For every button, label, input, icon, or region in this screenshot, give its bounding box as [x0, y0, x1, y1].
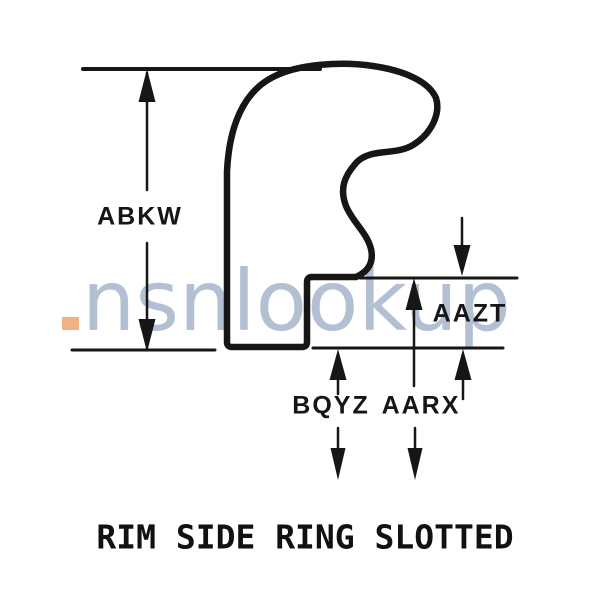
dimension-label-aazt: AAZT — [432, 299, 508, 328]
figure-caption: RIM SIDE RING SLOTTED — [96, 517, 514, 557]
dimension-label-bqyz: BQYZ — [292, 391, 370, 420]
abkw-down-arrowhead-icon — [138, 319, 156, 352]
ring-cross-section-outline — [223, 60, 441, 351]
watermark-text: nsnlookup — [82, 252, 511, 350]
aazt-up-arrowhead-icon — [454, 349, 472, 380]
bqyz-lower-down-arrowhead-icon — [330, 448, 346, 480]
aarx-lower-down-arrowhead-icon — [407, 448, 423, 480]
watermark: nsnlookup — [62, 259, 511, 343]
bqyz-up-arrowhead-icon — [329, 349, 347, 380]
dimension-label-abkw: ABKW — [97, 202, 183, 231]
abkw-up-arrowhead-icon — [138, 69, 156, 102]
aarx-up-arrowhead-icon — [405, 278, 423, 310]
watermark-dot-icon — [62, 317, 79, 330]
dimension-label-aarx: AARX — [381, 391, 461, 420]
aazt-down-arrowhead-icon — [453, 245, 471, 276]
drawing-arrowheads — [138, 69, 472, 480]
